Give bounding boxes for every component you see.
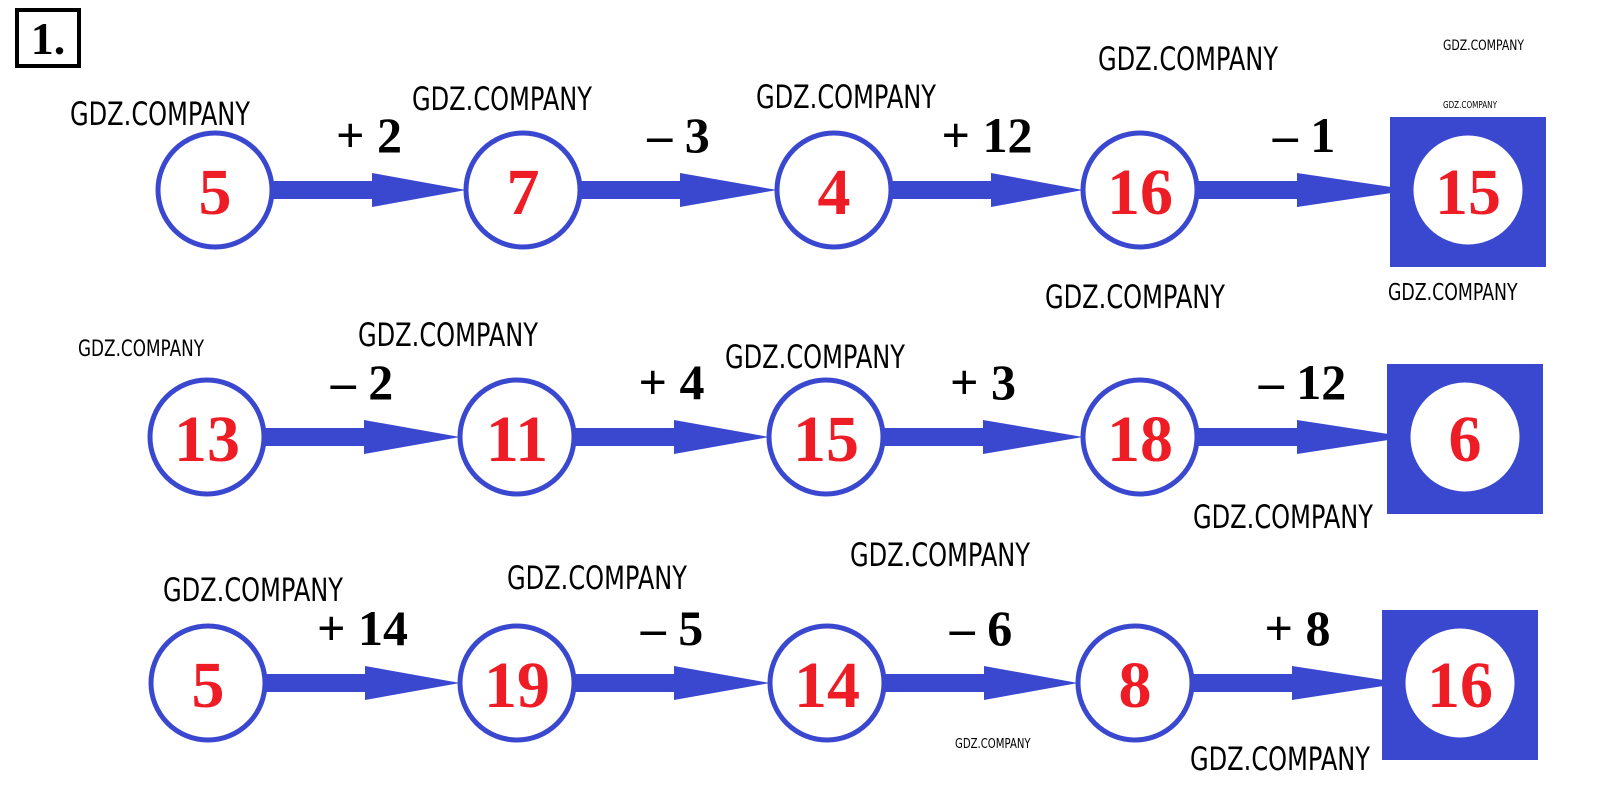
arrow-shape xyxy=(891,173,1083,207)
number-value: 18 xyxy=(1107,403,1173,476)
number-value: 4 xyxy=(818,156,851,229)
number-value: 19 xyxy=(484,649,550,722)
arrow-shape xyxy=(580,173,777,207)
operation-label: – 2 xyxy=(330,354,394,410)
number-value: 7 xyxy=(507,156,540,229)
watermark-text: GDZ.COMPANY xyxy=(1045,278,1225,316)
watermark-text: GDZ.COMPANY xyxy=(1443,100,1497,111)
watermark-text: GDZ.COMPANY xyxy=(1443,38,1524,54)
watermark-text: GDZ.COMPANY xyxy=(163,571,343,609)
number-circle xyxy=(1075,623,1195,743)
number-circle xyxy=(147,377,267,497)
watermark-text: GDZ.COMPANY xyxy=(955,737,1031,752)
watermark-text: GDZ.COMPANY xyxy=(1098,40,1278,78)
number-circle xyxy=(766,377,886,497)
number-circle xyxy=(457,377,577,497)
number-value: 13 xyxy=(174,403,240,476)
operation-label: + 8 xyxy=(1265,600,1331,656)
number-value: 11 xyxy=(486,403,548,476)
watermark-text: GDZ.COMPANY xyxy=(1193,498,1373,536)
answer-number: 6 xyxy=(1449,403,1482,476)
operation-label: – 6 xyxy=(949,600,1013,656)
number-value: 16 xyxy=(1107,156,1173,229)
watermark-text: GDZ.COMPANY xyxy=(756,78,936,116)
arrow xyxy=(884,666,1078,700)
number-value: 5 xyxy=(199,156,232,229)
number-value: 5 xyxy=(192,649,225,722)
watermark-text: GDZ.COMPANY xyxy=(1190,740,1370,778)
arrow xyxy=(580,173,777,207)
arrow-shape xyxy=(1197,420,1408,454)
watermark-text: GDZ.COMPANY xyxy=(358,316,538,354)
answer-number: 16 xyxy=(1427,649,1493,722)
operation-label: + 12 xyxy=(942,107,1033,163)
number-value: 8 xyxy=(1119,649,1152,722)
operation-label: – 1 xyxy=(1272,107,1336,163)
number-circle xyxy=(148,623,268,743)
operation-label: – 12 xyxy=(1258,354,1347,410)
arrow xyxy=(891,173,1083,207)
watermark-text: GDZ.COMPANY xyxy=(850,536,1030,574)
answer-circle xyxy=(1400,623,1520,743)
answer-number: 15 xyxy=(1435,156,1501,229)
operation-label: + 2 xyxy=(336,107,402,163)
number-circle xyxy=(1080,377,1200,497)
task-number: 1. xyxy=(15,8,81,68)
arrow-shape xyxy=(883,420,1083,454)
arrow-shape xyxy=(265,666,460,700)
arrow-shape xyxy=(574,666,770,700)
operation-label: – 5 xyxy=(640,600,704,656)
arrow-shape xyxy=(1197,173,1411,207)
arrow xyxy=(1192,666,1403,700)
number-circle xyxy=(463,130,583,250)
arrow xyxy=(265,666,460,700)
watermark-text: GDZ.COMPANY xyxy=(725,338,905,376)
operation-label: – 3 xyxy=(646,107,710,163)
watermark-text: GDZ.COMPANY xyxy=(1388,280,1518,306)
watermark-text: GDZ.COMPANY xyxy=(70,95,250,133)
watermark-text: GDZ.COMPANY xyxy=(507,559,687,597)
arrow-shape xyxy=(272,173,466,207)
arrow xyxy=(272,173,466,207)
arrow-shape xyxy=(1192,666,1403,700)
arrow-shape xyxy=(264,420,460,454)
arrow xyxy=(1197,173,1411,207)
arrow xyxy=(574,420,769,454)
number-circle xyxy=(767,623,887,743)
number-circle xyxy=(457,623,577,743)
number-value: 15 xyxy=(793,403,859,476)
number-circle xyxy=(1080,130,1200,250)
number-value: 14 xyxy=(794,649,860,722)
arrow xyxy=(883,420,1083,454)
arrow xyxy=(574,666,770,700)
arrow-shape xyxy=(884,666,1078,700)
operation-label: + 4 xyxy=(639,354,705,410)
answer-circle xyxy=(1408,130,1528,250)
watermark-text: GDZ.COMPANY xyxy=(412,80,592,118)
arrow-shape xyxy=(574,420,769,454)
answer-circle xyxy=(1405,377,1525,497)
arrow xyxy=(264,420,460,454)
operation-label: + 14 xyxy=(317,600,408,656)
arrow xyxy=(1197,420,1408,454)
watermark-text: GDZ.COMPANY xyxy=(78,336,204,362)
operation-label: + 3 xyxy=(950,354,1016,410)
number-circle xyxy=(774,130,894,250)
number-circle xyxy=(155,130,275,250)
